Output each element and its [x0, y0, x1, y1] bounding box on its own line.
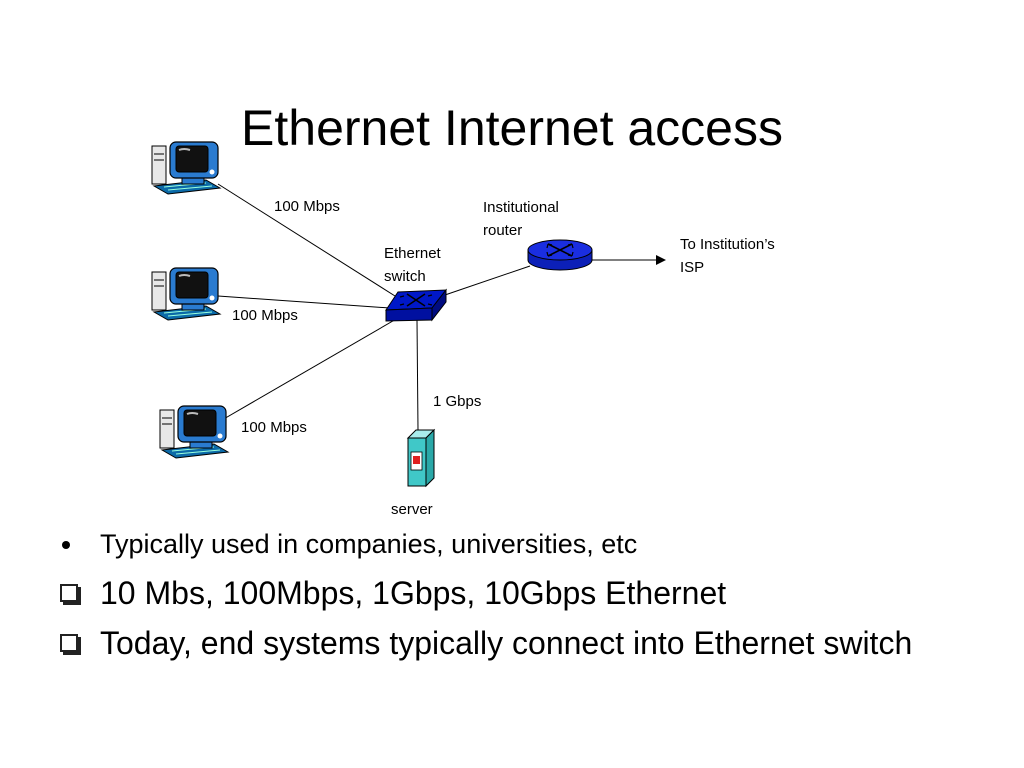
isp-label-line1: To Institution’s	[680, 236, 775, 253]
bullet-text: Today, end systems typically connect int…	[100, 625, 913, 661]
switch-label-line2: switch	[384, 268, 426, 285]
cables	[217, 183, 666, 431]
link-label-middle: 100 Mbps	[232, 307, 298, 324]
round-bullet-icon	[62, 541, 70, 549]
bullet-item: Today, end systems typically connect int…	[60, 622, 960, 664]
router-label-line2: router	[483, 222, 523, 239]
bullet-text: 10 Mbs, 100Mbps, 1Gbps, 10Gbps Ethernet	[100, 575, 727, 611]
cable-pc2-switch	[217, 295, 391, 309]
isp-label: To Institution’s ISP	[680, 233, 775, 279]
cable-switch-router	[441, 265, 531, 297]
bullet-item: 10 Mbs, 100Mbps, 1Gbps, 10Gbps Ethernet	[60, 572, 960, 614]
switch-label-line1: Ethernet	[384, 245, 441, 262]
box-bullet-icon	[60, 634, 78, 652]
bullet-item: Typically used in companies, universitie…	[60, 524, 960, 564]
link-label-server: 1 Gbps	[433, 393, 482, 410]
cable-pc1-switch	[217, 183, 396, 297]
link-label-top: 100 Mbps	[274, 198, 340, 215]
link-label-bottom: 100 Mbps	[241, 419, 307, 436]
box-bullet-icon	[60, 584, 78, 602]
bullet-list: Typically used in companies, universitie…	[60, 524, 960, 664]
ethernet-switch-icon	[385, 288, 448, 322]
pc-icon	[151, 141, 221, 195]
server-icon	[406, 428, 436, 488]
router-label: Institutional router	[483, 196, 559, 242]
slide-title: Ethernet Internet access	[241, 99, 783, 156]
isp-label-line2: ISP	[680, 259, 705, 276]
bullet-text: Typically used in companies, universitie…	[100, 529, 638, 559]
router-icon	[527, 239, 593, 271]
server-label: server	[391, 501, 433, 518]
cable-switch-server	[416, 319, 419, 431]
network-diagram	[151, 141, 666, 488]
pc-icon	[151, 267, 221, 321]
isp-arrow-head	[656, 255, 666, 265]
pc-icon	[159, 405, 229, 459]
cable-pc3-switch	[221, 317, 399, 421]
switch-label: Ethernet switch	[384, 242, 441, 288]
router-label-line1: Institutional	[483, 199, 559, 216]
